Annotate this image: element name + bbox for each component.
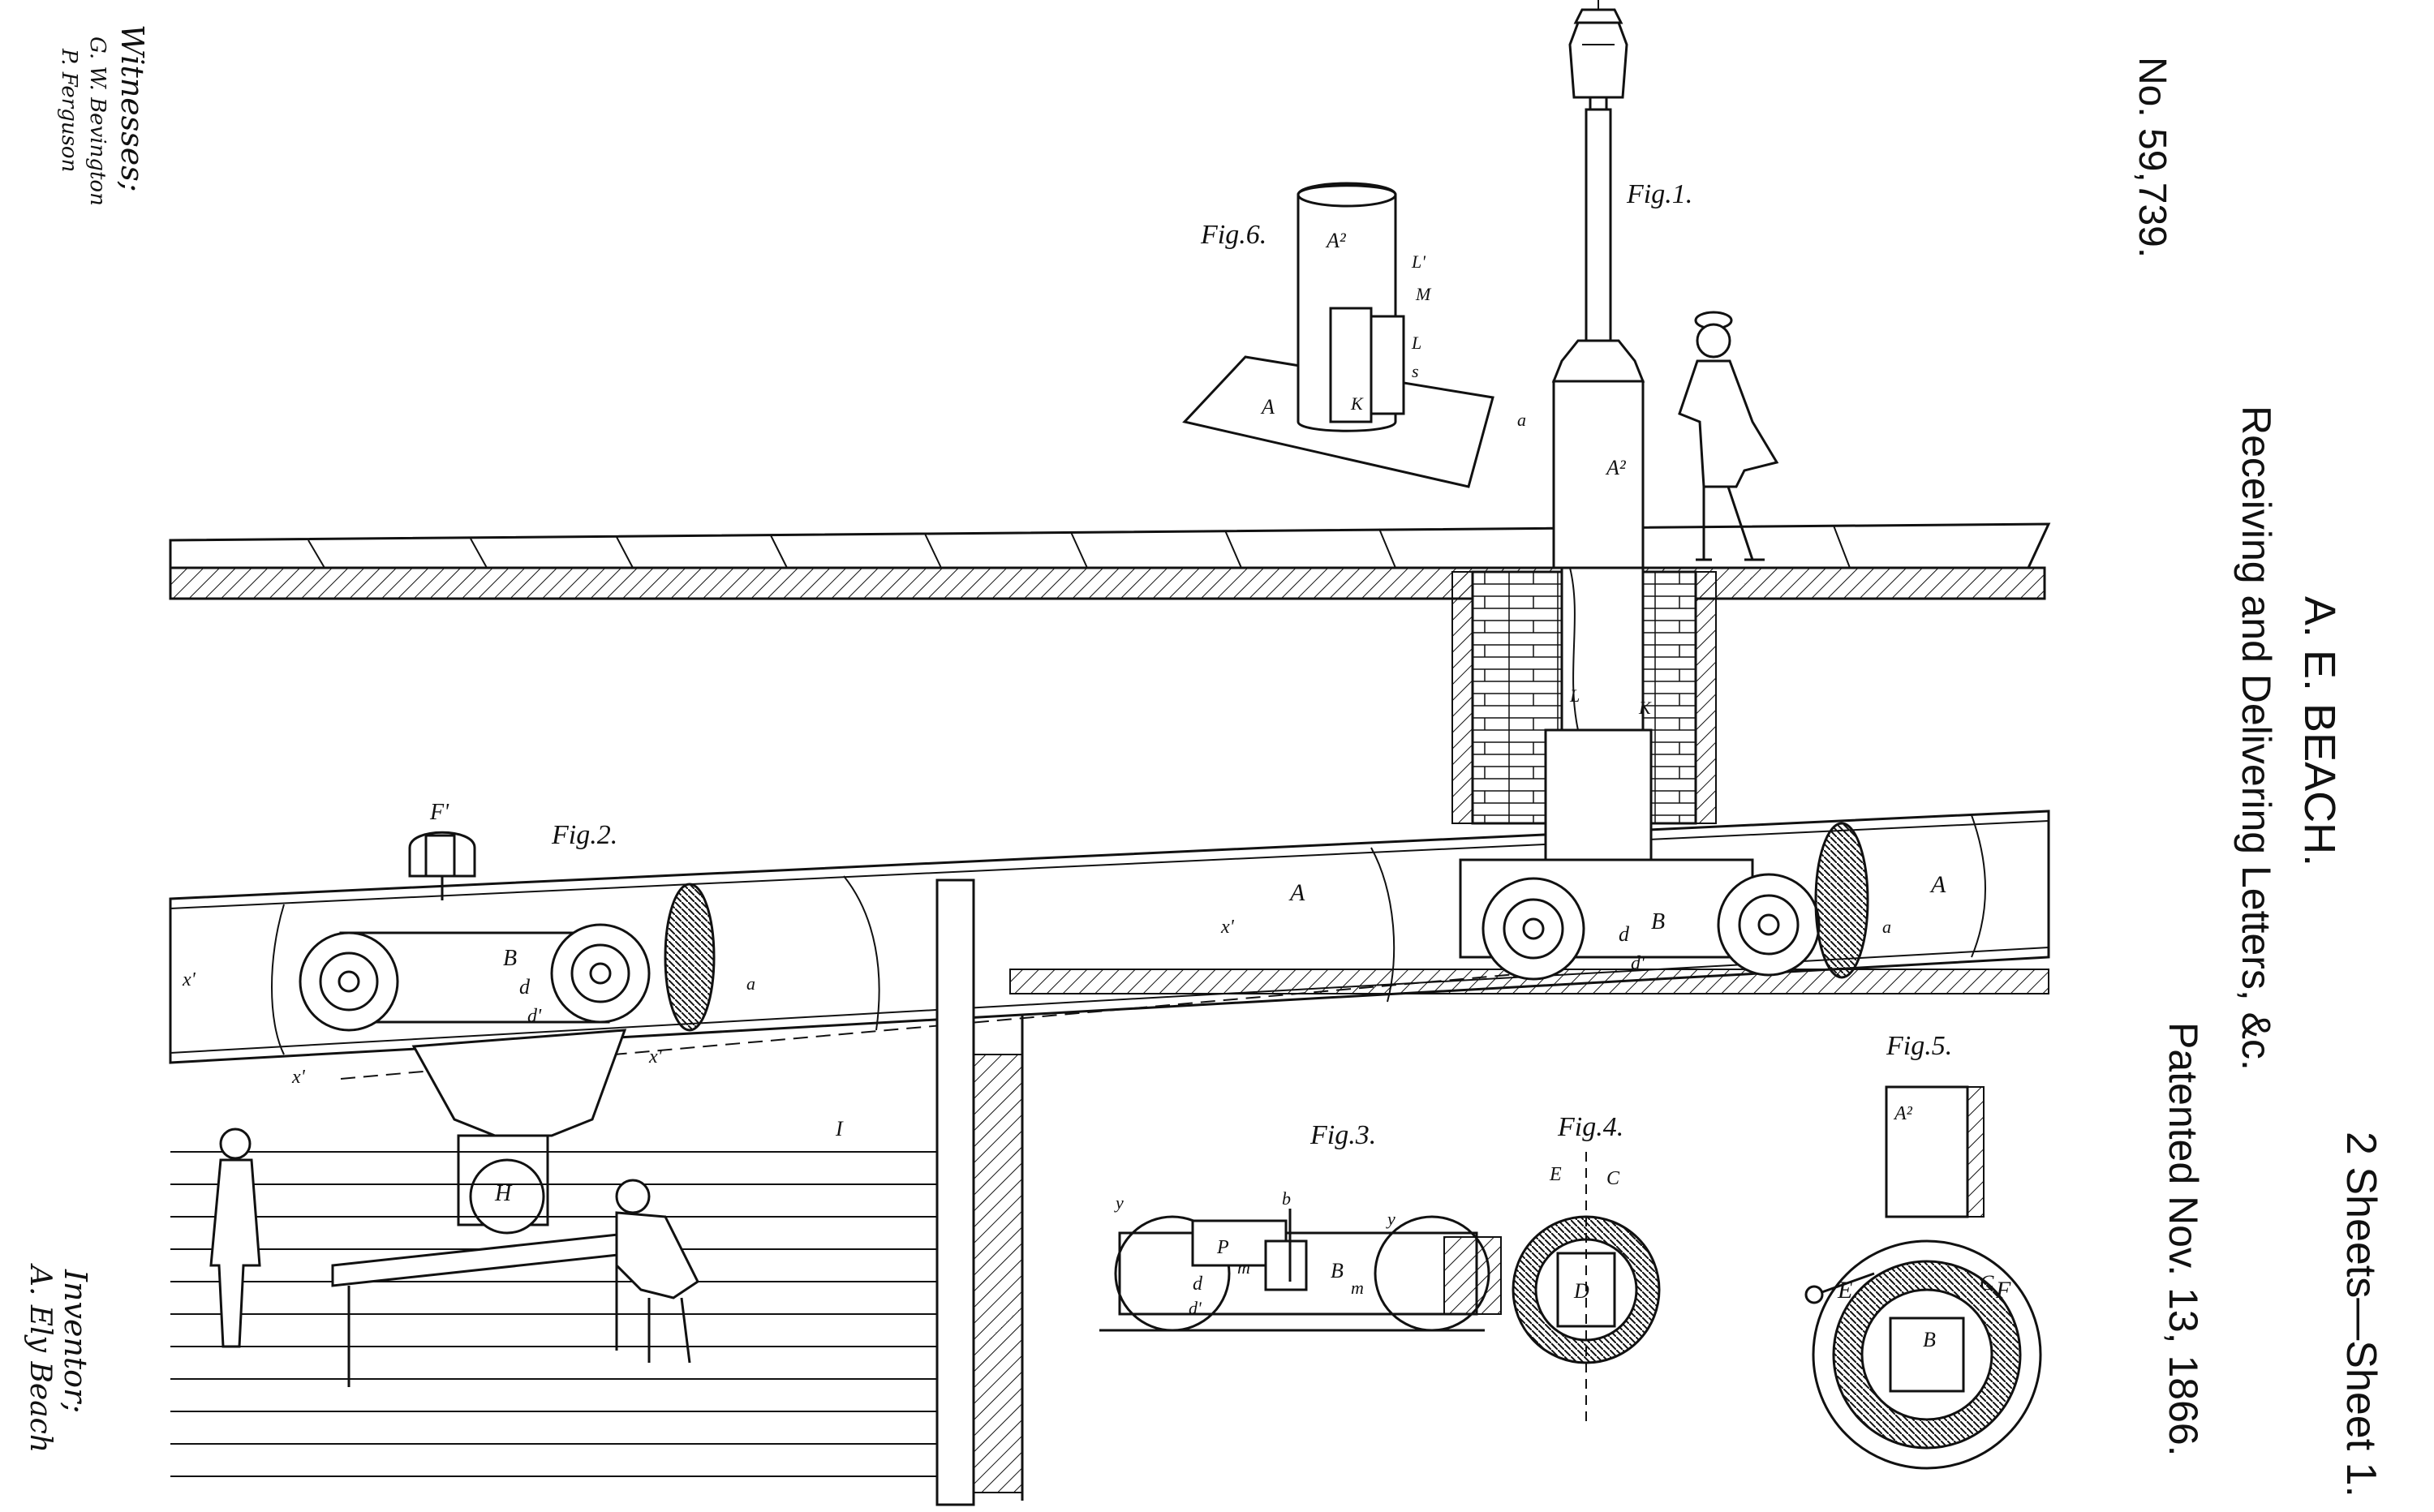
- fig3-caption: Fig.3.: [1309, 1120, 1376, 1150]
- ref-label: d: [1193, 1274, 1203, 1295]
- ref-label: B: [503, 946, 517, 971]
- ref-label: F': [429, 800, 449, 825]
- ref-label: a: [1882, 917, 1891, 937]
- hopper: [414, 1030, 625, 1233]
- fig4-caption: Fig.4.: [1557, 1112, 1623, 1142]
- ref-label: C: [1606, 1168, 1620, 1189]
- ref-label: y: [1114, 1192, 1124, 1213]
- ref-label: m: [1351, 1278, 1364, 1298]
- patent-number: No. 59,739.: [2130, 57, 2174, 258]
- ref-label: x': [182, 969, 196, 990]
- ref-label: D: [1573, 1279, 1589, 1303]
- ref-label: K: [1638, 698, 1652, 718]
- ref-label: A: [1929, 871, 1946, 898]
- street-surface: [170, 524, 2049, 599]
- fig2-caption: Fig.2.: [551, 820, 617, 850]
- lamp-post: [1554, 0, 1643, 568]
- ref-label: d': [1189, 1298, 1202, 1318]
- fig5-caption: Fig.5.: [1886, 1031, 1952, 1061]
- ref-label: x': [291, 1067, 306, 1088]
- fig6-caption: Fig.6.: [1200, 220, 1266, 250]
- ref-label: K: [1350, 393, 1364, 414]
- ref-label: M: [1415, 284, 1432, 304]
- ref-label: m: [1237, 1257, 1250, 1278]
- ref-label: s: [1412, 361, 1419, 381]
- ref-label: d: [1619, 922, 1630, 946]
- ref-label: A²: [1605, 456, 1627, 479]
- ref-label: x': [648, 1046, 663, 1067]
- ref-label: a: [746, 973, 755, 994]
- ref-label: L: [1411, 333, 1421, 353]
- fig1-caption: Fig.1.: [1626, 179, 1692, 209]
- patent-title: Receiving and Delivering Letters, &c.: [2233, 406, 2280, 1071]
- witness-signature: G. W. Bevington: [85, 37, 110, 206]
- ref-label: P: [1216, 1237, 1229, 1258]
- ref-label: B: [1331, 1259, 1344, 1282]
- inventor-label: Inventor;: [58, 1269, 93, 1413]
- ref-label: y: [1386, 1209, 1395, 1229]
- ref-label: d': [1631, 953, 1645, 974]
- ref-label: L': [1411, 251, 1426, 272]
- ref-label: A²: [1893, 1103, 1913, 1124]
- ref-label: I: [835, 1117, 844, 1140]
- ref-label: E: [1837, 1277, 1852, 1304]
- ref-label: b: [1282, 1188, 1291, 1209]
- ref-label: A²: [1325, 229, 1347, 252]
- signal-bell: [410, 832, 475, 900]
- pedestrian-figure: [1679, 312, 1777, 560]
- clerk-seated: [617, 1180, 698, 1363]
- inventor-name: A. E. BEACH.: [2294, 596, 2345, 866]
- ref-label: L: [1569, 685, 1580, 706]
- ref-label: B: [1651, 909, 1665, 934]
- witness-signature: P. Ferguson: [57, 49, 81, 172]
- ref-label: F: [1995, 1277, 2011, 1304]
- figure-3: [1099, 1209, 1501, 1330]
- ref-label: B: [1923, 1328, 1936, 1351]
- ref-label: d: [519, 975, 531, 999]
- ref-label: a: [1517, 410, 1526, 430]
- ref-label: A: [1288, 879, 1305, 906]
- witnesses-label: Witnesses;: [114, 24, 150, 192]
- sheet-info: 2 Sheets—Sheet 1.: [2337, 1132, 2385, 1497]
- patent-date: Patented Nov. 13, 1866.: [2160, 1022, 2207, 1457]
- ref-label: H: [494, 1181, 513, 1206]
- ref-label: x': [1220, 917, 1235, 938]
- ref-label: d': [527, 1006, 542, 1027]
- ref-label: A: [1260, 395, 1275, 419]
- basement-room: [170, 1152, 937, 1476]
- ref-label: E: [1549, 1164, 1562, 1185]
- inventor-signature: A. Ely Beach: [24, 1265, 57, 1453]
- ref-label: C: [1980, 1271, 1994, 1295]
